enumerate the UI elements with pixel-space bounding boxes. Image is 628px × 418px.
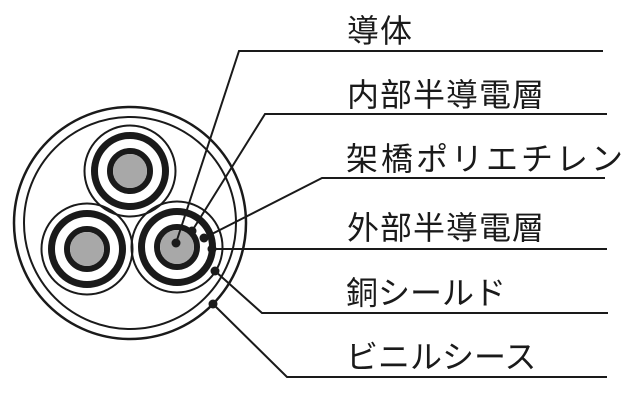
leader-outer-semiconducting-layer [207, 244, 607, 254]
leader-line [191, 113, 607, 232]
pointer-dot [208, 299, 218, 309]
cable-core-top [83, 124, 177, 218]
conductor-circle [70, 232, 104, 266]
copper-shield-circle [83, 124, 177, 218]
pointer-dot [207, 244, 217, 254]
label-inner-semiconducting-layer: 内部半導電層 [347, 77, 545, 113]
layer-labels: 導体 内部半導電層 架橋ポリエチレン 外部半導電層 銅シールド ビニルシース [346, 13, 626, 375]
outer-semiconducting-ring [91, 132, 169, 210]
pointer-dot [210, 266, 220, 276]
leader-vinyl-sheath [208, 299, 607, 378]
pointer-dot [187, 226, 197, 236]
label-copper-shield: 銅シールド [346, 275, 506, 311]
leader-crosslinked-polyethylene [199, 177, 605, 243]
leader-conductor [171, 50, 603, 248]
inner-semiconducting-ring [64, 226, 110, 272]
pointer-dot [171, 238, 181, 248]
vinyl-sheath-outer-circle [12, 105, 248, 341]
leader-inner-semiconducting-layer [187, 113, 607, 236]
label-vinyl-sheath: ビニルシース [346, 339, 536, 375]
outer-semiconducting-ring [48, 210, 126, 288]
label-outer-semiconducting-layer: 外部半導電層 [347, 210, 545, 246]
pointer-dot [199, 233, 209, 243]
inner-semiconducting-ring [107, 148, 153, 194]
vinyl-sheath-layer [12, 105, 248, 341]
inner-semiconducting-ring [154, 224, 200, 270]
leader-copper-shield [210, 266, 608, 314]
leader-lines [171, 50, 608, 378]
leader-line [175, 50, 603, 244]
cable-core-bottom-left [40, 202, 134, 296]
leader-line [212, 303, 607, 378]
conductor-circle [113, 154, 147, 188]
copper-shield-circle [130, 200, 224, 294]
label-crosslinked-polyethylene: 架橋ポリエチレン [346, 141, 626, 177]
leader-line [203, 177, 605, 239]
label-conductor: 導体 [347, 13, 413, 49]
vinyl-sheath-inner-circle [23, 116, 237, 330]
leader-line [214, 270, 608, 314]
